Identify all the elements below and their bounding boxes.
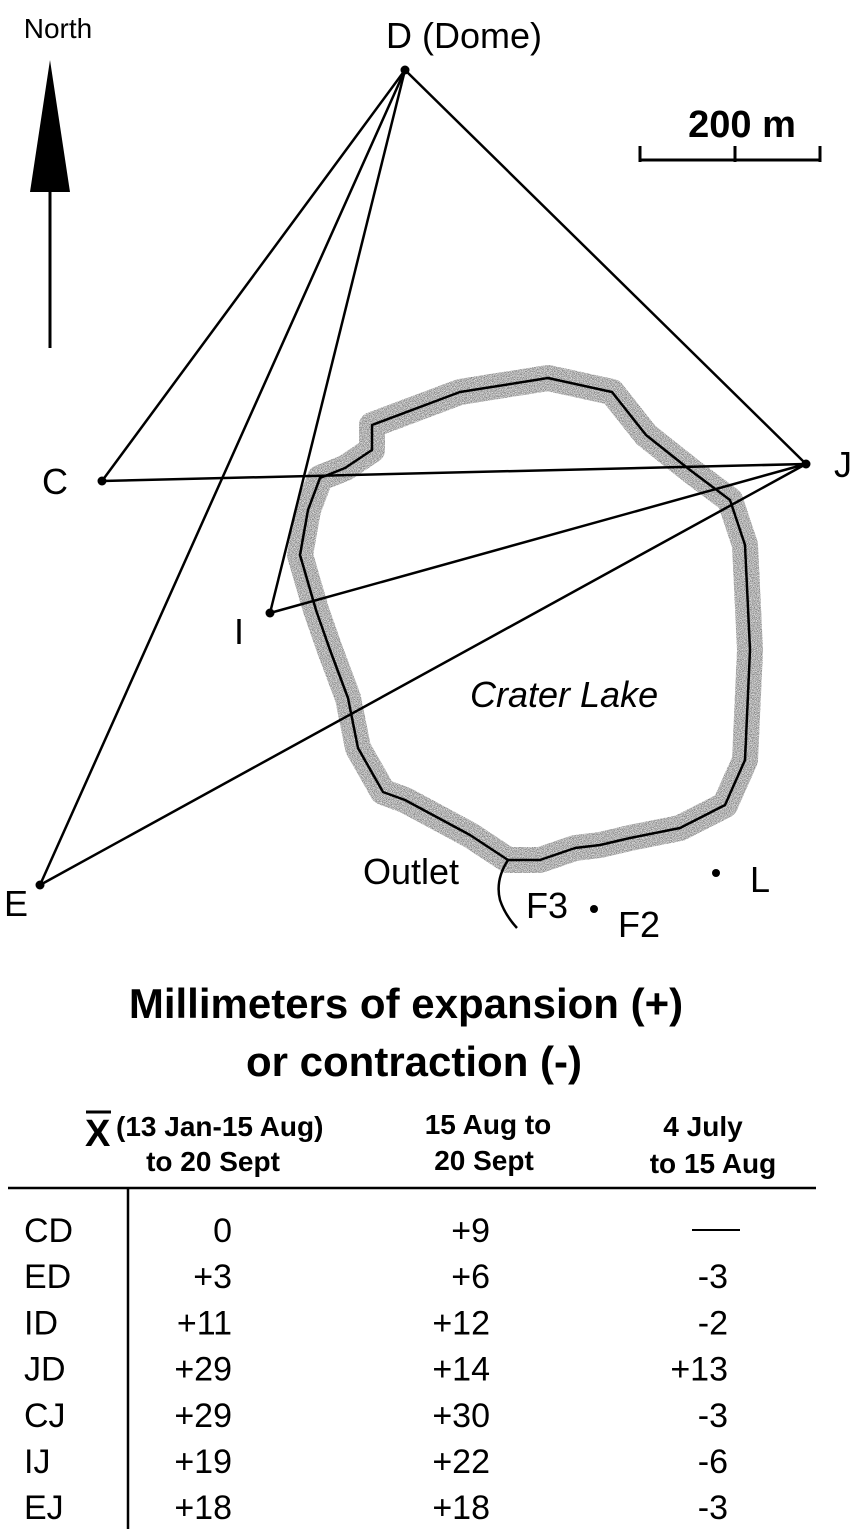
north-label: North [24, 13, 92, 44]
station-c-label: C [42, 461, 68, 502]
table-row: JD +29 +14 +13 [24, 1351, 728, 1389]
column-1-xbar: X [85, 1113, 111, 1155]
table-cell: +9 [451, 1212, 490, 1250]
table-cell: +14 [432, 1351, 490, 1389]
table-row: IJ +19 +22 -6 [24, 1443, 728, 1481]
scale-label: 200 m [688, 104, 796, 146]
station-j-marker [801, 459, 811, 469]
table-row: CJ +29 +30 -3 [24, 1397, 728, 1435]
station-l-label: L [750, 859, 770, 900]
station-i-marker [265, 608, 275, 618]
table-title-line1: Millimeters of expansion (+) [129, 980, 683, 1027]
station-i-label: I [234, 611, 244, 652]
table-row: CD 0 +9 [24, 1212, 740, 1250]
lake-shoreline [298, 376, 752, 862]
table-cell: -6 [698, 1443, 728, 1481]
station-e-marker [35, 880, 45, 890]
table-row: EJ +18 +18 -3 [24, 1489, 728, 1527]
north-arrow: North [24, 13, 92, 348]
table-cell: 0 [213, 1212, 232, 1250]
table-header: X (13 Jan-15 Aug) to 20 Sept 15 Aug to 2… [85, 1109, 776, 1179]
station-f3-label: F3 [526, 885, 568, 926]
station-l-marker [712, 869, 720, 877]
outlet-label: Outlet [363, 851, 459, 892]
table-cell: +11 [177, 1304, 232, 1342]
row-label: ID [24, 1304, 58, 1342]
table-cell: +6 [451, 1258, 490, 1296]
survey-line-di [268, 69, 407, 614]
table-cell: +18 [174, 1489, 232, 1527]
station-f3-marker [590, 905, 598, 913]
station-d-label: D (Dome) [386, 15, 542, 56]
table-cell: +29 [174, 1397, 232, 1435]
survey-line-ej [39, 462, 807, 887]
table-cell: +30 [432, 1397, 490, 1435]
table-cell: -3 [698, 1258, 728, 1296]
survey-lines [38, 69, 807, 887]
column-1-header-line1: (13 Jan-15 Aug) [116, 1111, 323, 1142]
table-cell: -2 [698, 1304, 728, 1342]
row-label: IJ [24, 1443, 50, 1481]
station-d-marker [400, 65, 410, 75]
scale-bar: 200 m [638, 104, 822, 162]
table-cell: -3 [698, 1489, 728, 1527]
table-cell: +3 [193, 1258, 232, 1296]
table-cell: +13 [670, 1351, 728, 1389]
row-label: CJ [24, 1397, 66, 1435]
table-cell: +29 [174, 1351, 232, 1389]
table-title-line2: or contraction (-) [246, 1038, 582, 1085]
station-c-marker [97, 476, 107, 486]
row-label: ED [24, 1258, 71, 1296]
survey-line-dc [100, 69, 407, 482]
column-2-header-line1: 15 Aug to [425, 1109, 552, 1140]
table-cell: +12 [432, 1304, 490, 1342]
data-table: Millimeters of expansion (+) or contract… [8, 980, 816, 1529]
station-markers [35, 65, 811, 913]
table-row: ED +3 +6 -3 [24, 1258, 728, 1296]
station-j-label: J [834, 444, 852, 485]
lake-label: Crater Lake [470, 674, 658, 715]
station-f2-label: F2 [618, 904, 660, 945]
table-cell: -3 [698, 1397, 728, 1435]
column-3-header-line2: to 15 Aug [650, 1148, 777, 1179]
column-1-header-line2: to 20 Sept [146, 1146, 280, 1177]
survey-line-cj [101, 462, 807, 483]
survey-line-ij [269, 462, 807, 615]
row-label: EJ [24, 1489, 64, 1527]
north-arrow-head [30, 60, 70, 192]
row-label: JD [24, 1351, 66, 1389]
table-cell: +19 [174, 1443, 232, 1481]
table-row: ID +11 +12 -2 [24, 1304, 728, 1342]
table-cell: +18 [432, 1489, 490, 1527]
table-cell: +22 [432, 1443, 490, 1481]
station-e-label: E [4, 883, 28, 924]
map: North 200 m [4, 13, 852, 945]
column-3-header-line1: 4 July [663, 1111, 743, 1142]
survey-line-dj [404, 69, 807, 465]
row-label: CD [24, 1212, 73, 1250]
outlet-stream [497, 859, 518, 929]
column-2-header-line2: 20 Sept [434, 1145, 534, 1176]
